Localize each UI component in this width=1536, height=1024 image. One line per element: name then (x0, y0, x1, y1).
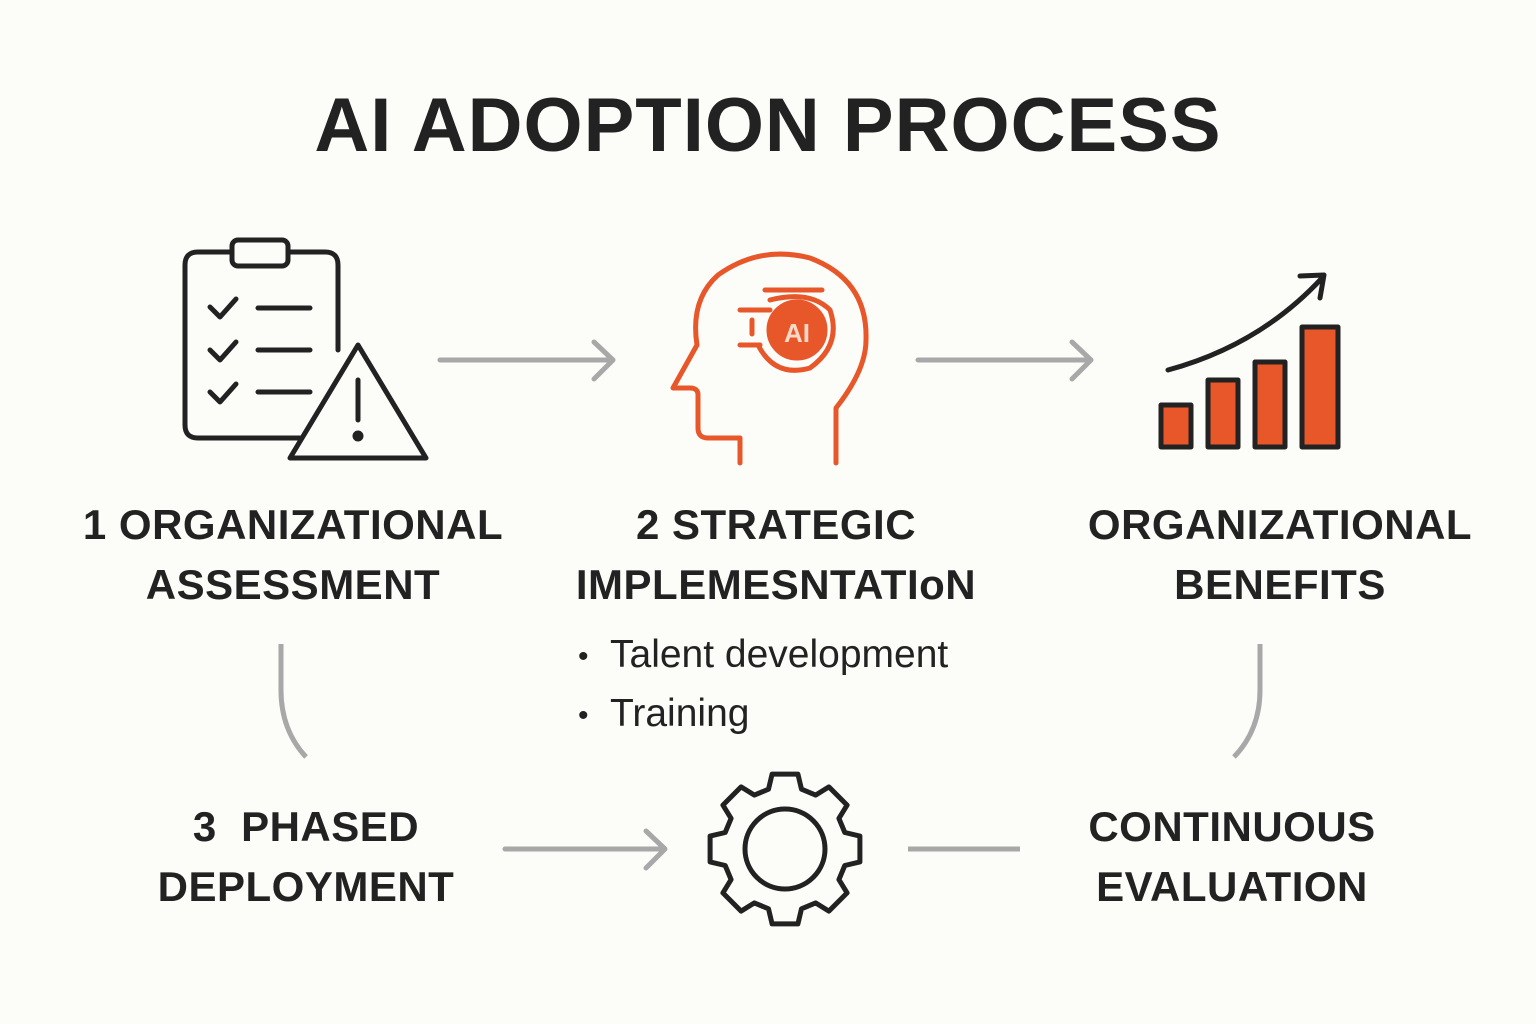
evaluation-label: CONTINUOUS EVALUATION (972, 797, 1492, 917)
step-3-label: 3 PHASED DEPLOYMENT (46, 797, 566, 917)
arrow-connector-1 (437, 339, 616, 382)
ai-head-icon: AI (670, 251, 869, 466)
step-2-line2: IMPLEMESNTATIoN (575, 561, 977, 608)
benefits-line1: ORGANIZATIONAL (1087, 501, 1473, 548)
bullet-item: Talent development (578, 626, 948, 685)
bullet-item: Training (578, 685, 948, 744)
evaluation-line1: CONTINUOUS (1088, 803, 1376, 850)
gear-icon (707, 771, 863, 927)
step-2-bullets: Talent development Training (578, 626, 948, 744)
step-2-line1: 2 STRATEGIC (635, 501, 917, 548)
step-2-label: 2 STRATEGIC IMPLEMESNTATIoN (516, 495, 1036, 615)
curve-connector-left (278, 644, 308, 759)
svg-text:AI: AI (784, 318, 810, 348)
step-benefits-label: ORGANIZATIONAL BENEFITS (1020, 495, 1536, 615)
arrow-connector-3 (502, 828, 668, 871)
step-1-line1: 1 ORGANIZATIONAL (82, 501, 504, 548)
arrow-connector-2 (915, 339, 1094, 382)
step-1-line2: ASSESSMENT (145, 561, 441, 608)
benefits-line2: BENEFITS (1174, 561, 1386, 608)
curve-connector-right (1232, 644, 1263, 759)
step-1-label: 1 ORGANIZATIONAL ASSESSMENT (33, 495, 553, 615)
step-3-line2: DEPLOYMENT (157, 863, 455, 910)
step-3-line1: 3 PHASED (192, 803, 420, 850)
diagram-title: AI ADOPTION PROCESS (314, 83, 1222, 168)
evaluation-line2: EVALUATION (1096, 863, 1368, 910)
growth-chart-icon (1158, 272, 1341, 450)
clipboard-warning-icon (182, 237, 429, 461)
